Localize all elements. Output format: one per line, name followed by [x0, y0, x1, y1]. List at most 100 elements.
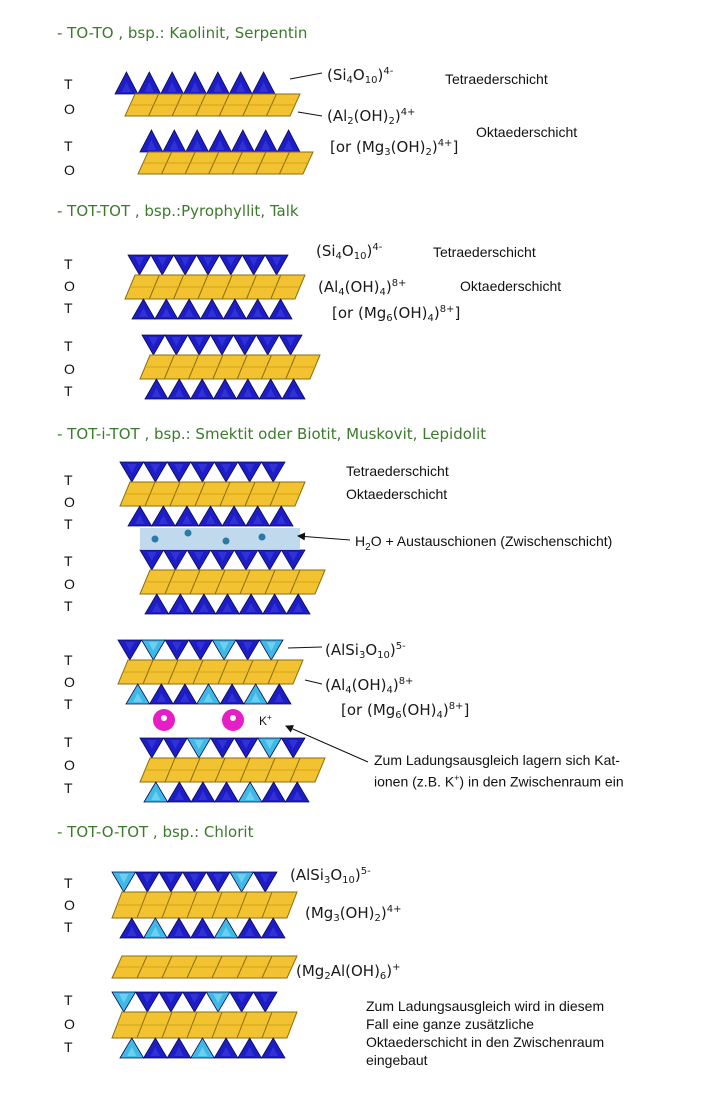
tetrahedron-face	[253, 308, 263, 317]
tetrahedron-face	[142, 994, 153, 1003]
tetrahedron-face	[134, 257, 144, 266]
tetrahedron-face	[293, 603, 303, 612]
layer-letter: O	[64, 674, 75, 690]
ion-dot	[151, 535, 159, 543]
layer-letter: T	[64, 875, 73, 891]
tetrahedron-face	[189, 994, 200, 1003]
tetrahedron-face	[127, 464, 137, 473]
tetrahedron-face	[194, 552, 204, 561]
layer-letter: T	[64, 598, 73, 614]
layer-letter: T	[64, 696, 73, 712]
tetrahedron-face	[230, 308, 240, 317]
tetrahedron-face	[150, 927, 161, 936]
tetrahedron-face	[198, 791, 208, 800]
tetrahedron-face	[244, 927, 255, 936]
layer-letter: T	[64, 780, 73, 796]
leader-line	[304, 679, 323, 685]
tetrahedron-face	[226, 257, 236, 266]
tetrahedron-face	[174, 927, 184, 936]
tetrahedron-face	[222, 603, 233, 612]
layer-letter: T	[64, 553, 73, 569]
tetrahedron-face	[156, 693, 167, 702]
layer-letter: O	[64, 361, 75, 377]
tetrahedron-face	[263, 337, 273, 346]
leader-line	[297, 111, 323, 117]
arrow-kationen	[285, 725, 369, 763]
tetrahedron-face	[192, 139, 202, 150]
tetrahedron-face	[217, 740, 228, 749]
tetrahedron-face	[174, 791, 185, 800]
tetrahedron-face	[151, 791, 161, 800]
layer-letter: O	[64, 278, 75, 294]
tetrahedron-face	[215, 139, 225, 150]
tetrahedron-face	[268, 1047, 278, 1056]
tetrahedron-face	[286, 337, 296, 346]
tetrahedron-face	[166, 874, 176, 883]
tetrahedron-face	[241, 552, 251, 561]
tetrahedron-face	[146, 139, 156, 150]
layer-letter: T	[64, 516, 73, 532]
tetrahedron-face	[172, 642, 182, 651]
arrow-zwischenschicht	[297, 532, 351, 541]
layer-letter: T	[64, 652, 73, 668]
tetrahedron-face	[194, 337, 204, 346]
tetrahedron-face	[152, 603, 162, 612]
tetrahedron-face	[272, 257, 282, 266]
tetrahedron-face	[217, 337, 227, 346]
tetrahedron-face	[268, 791, 279, 800]
ion-dot	[222, 537, 230, 545]
formula-octa: (Mg3(OH)2)4+	[305, 904, 402, 924]
tetrahedron-face	[199, 603, 209, 612]
tetrahedron-face	[197, 1047, 208, 1056]
tetrahedron-face	[243, 388, 253, 397]
tetrahedron-face	[221, 791, 232, 800]
tetrahedron-face	[284, 139, 294, 150]
ion-dot	[184, 529, 192, 537]
tetrahedron-face	[148, 642, 159, 651]
layer-letter: O	[64, 162, 75, 178]
tetrahedron-face	[171, 337, 181, 346]
label-tetraederschicht: Tetraederschicht	[433, 244, 536, 260]
tetrahedron-face	[174, 1047, 184, 1056]
tetrahedron-face	[127, 1047, 137, 1056]
formula-octa: (Al4(OH)4)8+	[318, 278, 407, 298]
layer-letter: T	[64, 338, 73, 354]
formula-tetra: (AlSi3O10)5-	[325, 641, 406, 661]
tetrahedron-face	[274, 693, 284, 702]
tetrahedron-face	[260, 874, 270, 883]
formula-octa: (Al2(OH)2)4+	[327, 107, 416, 127]
tetrahedron-face	[245, 791, 255, 800]
tetrahedron-face	[151, 388, 161, 397]
section-heading-tot-i-tot: - TOT-i-TOT , bsp.: Smektit oder Biotit,…	[57, 425, 487, 443]
tetrahedron-face	[203, 257, 213, 266]
tetrahedron-face	[166, 994, 176, 1003]
tetrahedron-face	[127, 927, 137, 936]
layer-letter: O	[64, 757, 75, 773]
label-zwischenschicht: H2O + Austauschionen (Zwischenschicht)	[355, 533, 613, 553]
formula-tetra: (AlSi3O10)5-	[290, 866, 371, 886]
label-oktaederschicht: Oktaederschicht	[476, 124, 578, 140]
tetrahedron-face	[180, 257, 190, 266]
tetrahedron-face	[203, 693, 214, 702]
tetrahedron-face	[147, 552, 157, 561]
tetrahedron-face	[236, 81, 246, 92]
tetrahedron-face	[150, 1047, 161, 1056]
layer-letter: T	[64, 992, 73, 1008]
layer-letter: T	[64, 383, 73, 399]
tetrahedron-face	[170, 740, 181, 749]
tetrahedron-face	[264, 740, 275, 749]
tetrahedron-face	[119, 874, 129, 883]
tetrahedron-face	[194, 740, 204, 749]
tetrahedron-face	[268, 927, 278, 936]
tetrahedron-face	[213, 994, 223, 1003]
formula-or: [or (Mg6(OH)4)8+]	[341, 701, 470, 721]
tetrahedron-face	[135, 515, 145, 524]
interlayer-band	[140, 528, 300, 550]
tetrahedron-face	[264, 552, 275, 561]
tetrahedron-face	[220, 388, 230, 397]
tetrahedron-face	[250, 693, 261, 702]
tetrahedron-face	[276, 515, 286, 524]
tetrahedron-face	[246, 603, 256, 612]
tetrahedron-face	[242, 642, 253, 651]
tetrahedron-face	[221, 927, 231, 936]
